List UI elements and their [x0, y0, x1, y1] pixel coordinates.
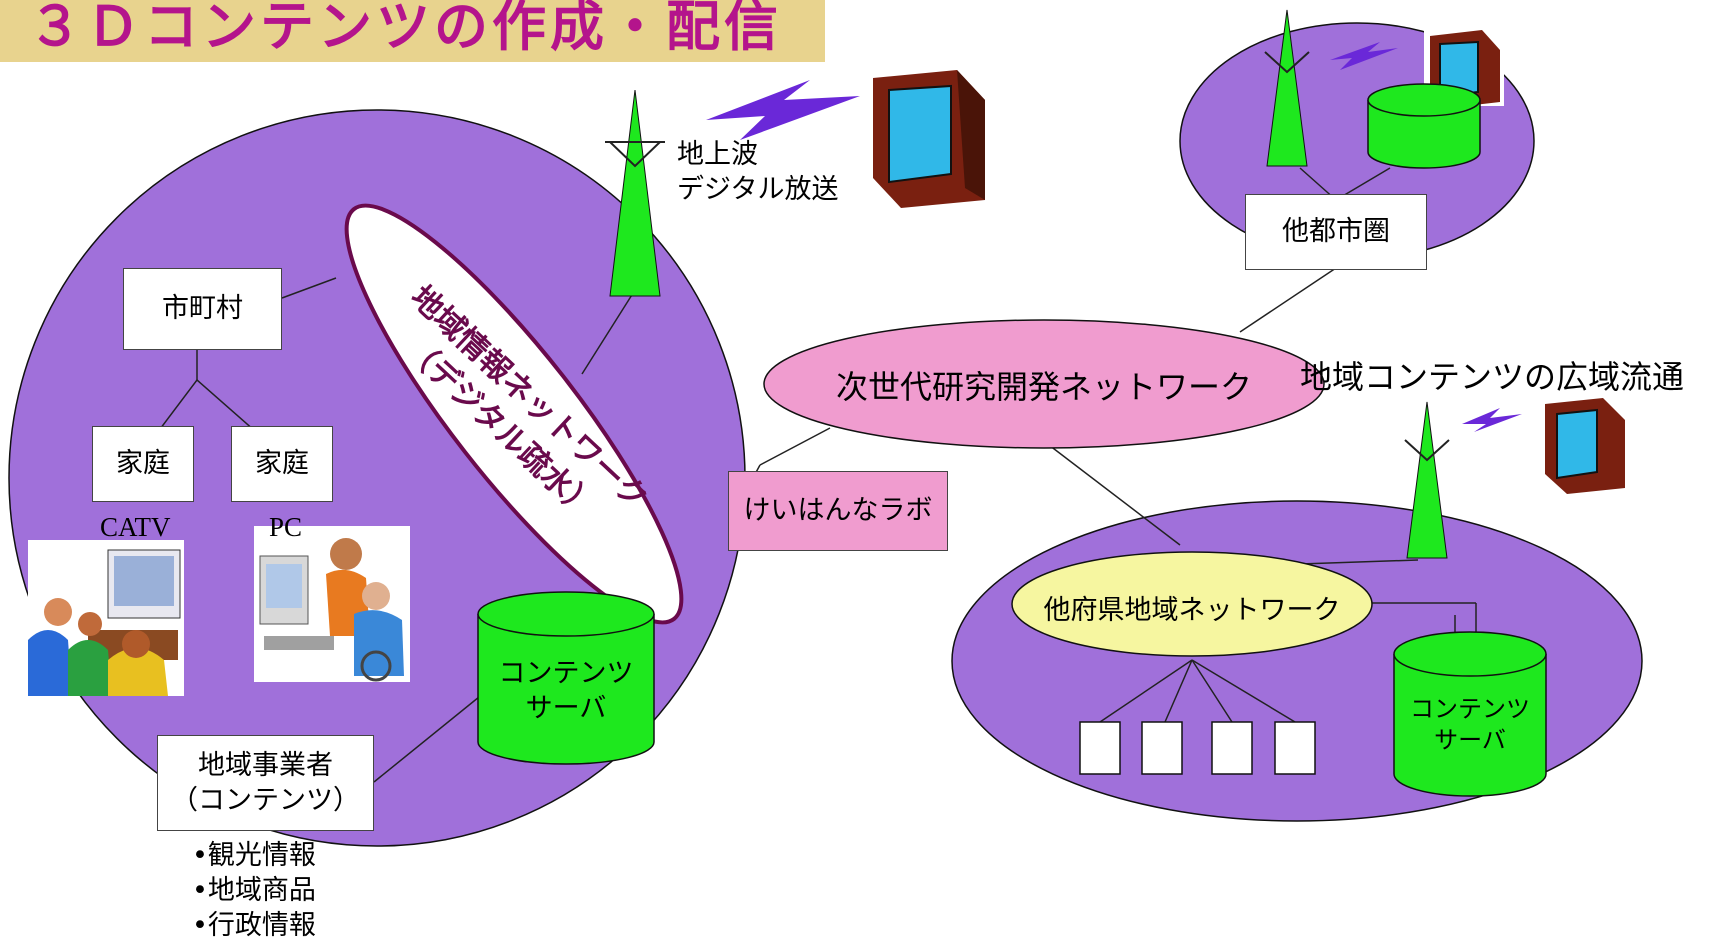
antenna-tower-icon [605, 89, 665, 297]
terminal-group [1079, 721, 1316, 775]
municipality-box: 市町村 [123, 268, 282, 350]
tv-icon [1545, 398, 1625, 494]
content-items: •観光情報 •地域商品 •行政情報 [192, 838, 316, 943]
catv-label: CATV [100, 512, 171, 542]
business-line-1: 地域事業者 [198, 749, 333, 781]
local-server-line-1: コンテンツ [498, 658, 634, 689]
pc-label: PC [269, 512, 303, 542]
pref-network-label: 他府県地域ネットワーク [1043, 595, 1341, 626]
broadcast-line-2: デジタル放送 [677, 174, 839, 206]
regional-network-ellipse [344, 203, 684, 625]
broadcast-label: 地上波 デジタル放送 [677, 137, 838, 207]
home-box-right: 家庭 [231, 426, 333, 502]
other-city-box: 他都市圏 [1245, 194, 1427, 270]
page-title: ３Ｄコンテンツの作成・配信 [28, 0, 782, 58]
database-icon [477, 591, 655, 765]
local-server-line-2: サーバ [525, 693, 607, 725]
backbone-ellipse [763, 319, 1325, 449]
pref-server-label: コンテンツ サーバ [1394, 694, 1546, 756]
signal-bolt-icon [1330, 42, 1398, 70]
business-box: 地域事業者 （コンテンツ） [157, 735, 374, 831]
backbone-label: 次世代研究開発ネットワーク [835, 368, 1252, 406]
pref-network-ellipse [1011, 551, 1373, 657]
local-server-label: コンテンツ サーバ [478, 656, 654, 726]
antenna-tower-icon [1264, 9, 1310, 167]
pc-users-icon [254, 526, 410, 682]
signal-bolt-icon [1462, 408, 1522, 432]
database-icon [1393, 631, 1547, 797]
terminal-icon [1079, 721, 1121, 775]
antenna-tower-icon [1404, 401, 1450, 559]
title-band: ３Ｄコンテンツの作成・配信 [0, 0, 825, 62]
lab-box: けいはんなラボ [728, 471, 948, 551]
content-item: •地域商品 [192, 875, 316, 907]
terminal-icon [1274, 721, 1316, 775]
signal-bolt-icon [706, 80, 860, 140]
database-icon [1367, 83, 1481, 169]
content-item: •観光情報 [192, 840, 316, 871]
wide-area-label: 地域コンテンツの広域流通 [1300, 358, 1685, 396]
content-item: •行政情報 [192, 910, 316, 942]
pref-server-line-2: サーバ [1434, 726, 1506, 755]
terminal-icon [1141, 721, 1183, 775]
pref-server-line-1: コンテンツ [1410, 695, 1530, 723]
tv-icon [873, 70, 985, 208]
broadcast-line-1: 地上波 [677, 139, 758, 170]
home-box-left: 家庭 [92, 426, 194, 502]
terminal-icon [1211, 721, 1253, 775]
family-catv-icon [28, 540, 184, 696]
business-line-2: （コンテンツ） [171, 785, 360, 816]
